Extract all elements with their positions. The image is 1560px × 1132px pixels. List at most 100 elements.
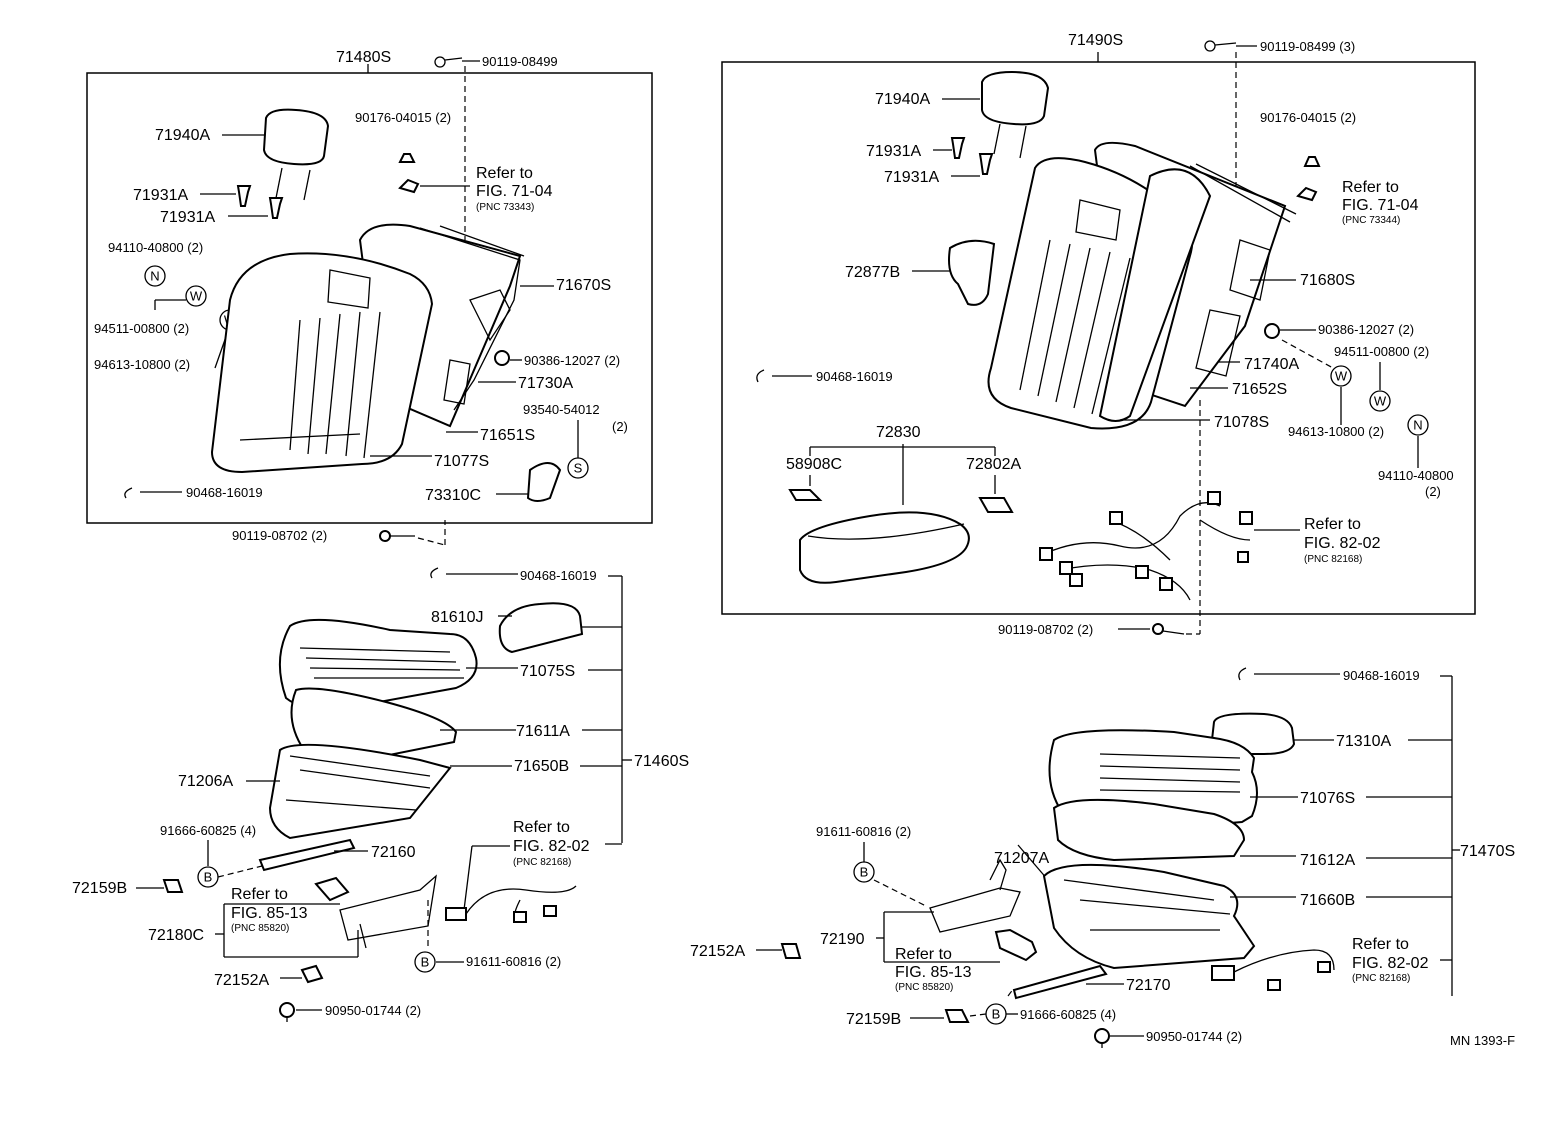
bolt-symbol-icon	[414, 951, 436, 973]
label-94110-qty: (2)	[1425, 484, 1441, 499]
refer-fig: FIG. 71-04	[1342, 197, 1419, 214]
headrest-icon	[262, 108, 330, 166]
seatback-frame-icon	[419, 225, 525, 411]
nut-icon	[494, 350, 510, 366]
refer-pnc: (PNC 82168)	[513, 857, 571, 868]
label-58908C: 58908C	[786, 456, 842, 473]
bolt-symbol-icon	[853, 861, 875, 883]
label-72180C: 72180C	[148, 927, 204, 944]
label-71670S: 71670S	[556, 277, 611, 294]
cushion-pad-icon	[290, 687, 458, 763]
front-seatback-frame	[86, 72, 653, 524]
label-90176-04015: 90176-04015 (2)	[355, 110, 451, 125]
label-72152A: 72152A	[214, 972, 269, 989]
clip-icon	[780, 943, 802, 959]
symbol-W: W	[190, 289, 203, 304]
refer-pnc: (PNC 73344)	[1342, 215, 1400, 226]
label-94511-00800: 94511-00800 (2)	[94, 321, 189, 336]
cover-icon	[526, 462, 562, 502]
refer-pnc: (PNC 82168)	[1304, 554, 1362, 565]
label-71206A: 71206A	[178, 773, 233, 790]
label-71740A: 71740A	[1244, 356, 1299, 373]
refer-label: Refer to	[231, 886, 288, 903]
label-72160: 72160	[371, 844, 416, 861]
symbol-W: W	[1374, 394, 1387, 409]
symbol-N: N	[1413, 418, 1422, 433]
label-94613-10800: 94613-10800 (2)	[94, 357, 190, 372]
label-91611-60816: 91611-60816 (2)	[816, 824, 911, 839]
refer-label: Refer to	[1352, 936, 1409, 953]
clip-icon	[398, 153, 416, 163]
bolt-icon	[279, 1002, 295, 1022]
label-72159B: 72159B	[72, 880, 127, 897]
refer-fig: FIG. 85-13	[231, 905, 308, 922]
clip-icon	[162, 879, 184, 893]
label-94511-00800: 94511-00800 (2)	[1334, 344, 1429, 359]
label-90468-16019: 90468-16019	[186, 485, 263, 500]
refer-label: Refer to	[1342, 179, 1399, 196]
label-91666-60825: 91666-60825 (4)	[1020, 1007, 1116, 1022]
clip-icon	[944, 1009, 970, 1023]
cushion-frame-icon	[268, 743, 452, 840]
label-90386-12027: 90386-12027 (2)	[524, 353, 620, 368]
cushion-cover-icon	[278, 618, 478, 711]
ring-icon	[1238, 667, 1247, 681]
symbol-N: N	[150, 269, 159, 284]
guide-icon	[236, 185, 252, 207]
label-71076S: 71076S	[1300, 790, 1355, 807]
motor-assembly-icon	[314, 874, 437, 949]
guide-icon	[268, 197, 284, 219]
front-cushion-group: 90468-16019 81610J 71075S 71611A 71650B …	[72, 567, 689, 1022]
symbol-B: B	[421, 955, 430, 970]
label-72830: 72830	[876, 424, 921, 441]
nut-icon	[1264, 323, 1280, 339]
washer-symbol-icon	[1330, 365, 1352, 387]
refer-label: Refer to	[513, 819, 570, 836]
label-71940A: 71940A	[155, 127, 210, 144]
label-91666-60825: 91666-60825 (4)	[160, 823, 256, 838]
ring-icon	[124, 487, 133, 499]
label-71077S: 71077S	[434, 453, 489, 470]
label-72877B: 72877B	[845, 264, 900, 281]
label-94110-40800: 94110-40800 (2)	[108, 240, 203, 255]
label-71651S: 71651S	[480, 427, 535, 444]
refer-pnc: (PNC 73343)	[476, 202, 534, 213]
refer-pnc: (PNC 85820)	[895, 982, 953, 993]
label-71310A: 71310A	[1336, 733, 1391, 750]
refer-label: Refer to	[1304, 516, 1361, 533]
label-94613-10800: 94613-10800 (2)	[1288, 424, 1384, 439]
refer-pnc: (PNC 85820)	[231, 923, 289, 934]
label-71660B: 71660B	[1300, 892, 1355, 909]
rail-icon	[258, 838, 356, 872]
label-71650B: 71650B	[514, 758, 569, 775]
label-71680S: 71680S	[1300, 272, 1355, 289]
symbol-B: B	[204, 870, 213, 885]
label-71940A: 71940A	[875, 91, 930, 108]
screw-symbol-icon	[567, 457, 589, 479]
ring-icon	[430, 567, 439, 579]
cushion-frame-icon	[1042, 863, 1256, 970]
label-72170: 72170	[1126, 977, 1171, 994]
refer-fig: FIG. 82-02	[1352, 955, 1429, 972]
label-90950-01744: 90950-01744 (2)	[1146, 1029, 1242, 1044]
seatback-cushion-icon	[210, 223, 522, 474]
rail-icon	[1012, 964, 1108, 1000]
label-90386-12027: 90386-12027 (2)	[1318, 322, 1414, 337]
symbol-W: W	[1335, 369, 1348, 384]
label-72159B: 72159B	[846, 1011, 901, 1028]
bolt-icon	[434, 56, 463, 68]
label-71931A: 71931A	[160, 209, 215, 226]
label-71931A: 71931A	[866, 143, 921, 160]
label-71207A: 71207A	[994, 850, 1049, 867]
label-71931A: 71931A	[884, 169, 939, 186]
label-90468-16019: 90468-16019	[520, 568, 597, 583]
label-71480S: 71480S	[336, 49, 391, 66]
bolt-icon	[1204, 40, 1237, 52]
label-72190: 72190	[820, 931, 865, 948]
front-seatback-group: 71480S 90119-08499 90176-04015 (2) 71940…	[86, 49, 653, 546]
diagram-code: MN 1393-F	[1450, 1033, 1515, 1048]
label-90119-08702: 90119-08702 (2)	[998, 622, 1093, 637]
label-72802A: 72802A	[966, 456, 1021, 473]
label-90119-08499: 90119-08499	[482, 54, 558, 69]
refer-label: Refer to	[476, 165, 533, 182]
